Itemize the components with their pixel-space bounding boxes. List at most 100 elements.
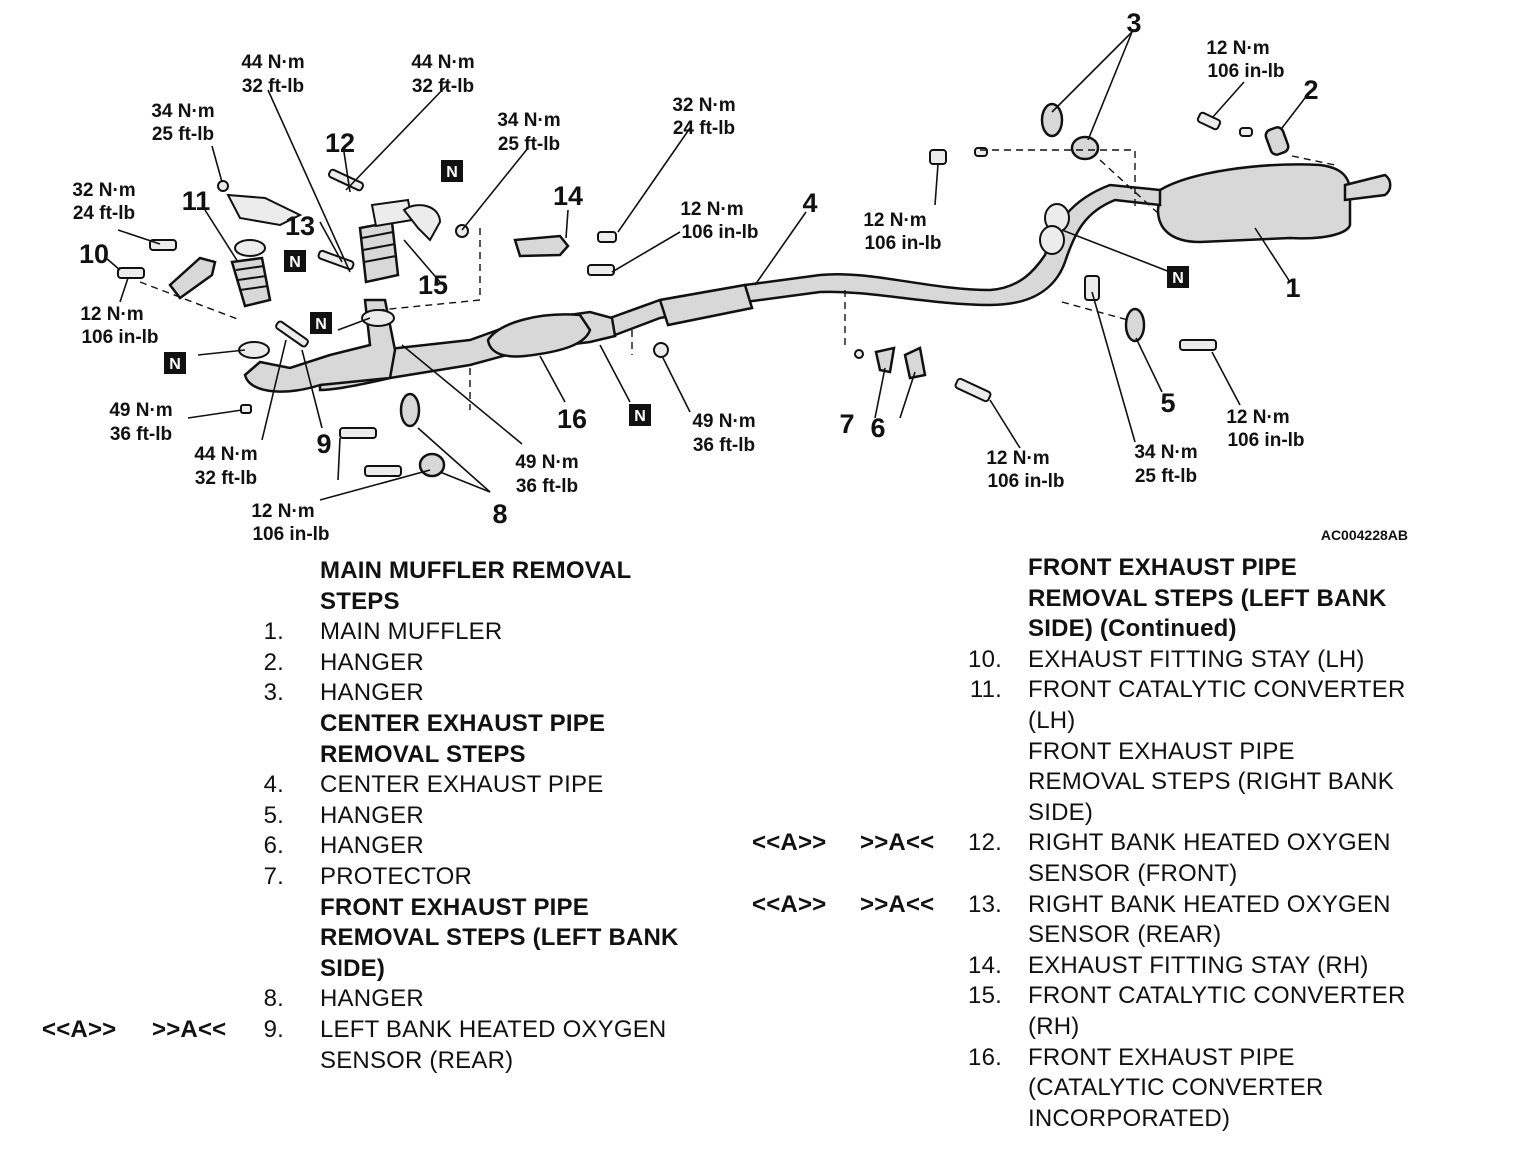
step-text: RIGHT BANK HEATED OXYGEN [1028,890,1391,918]
part-number-12: 12 [325,128,355,158]
step-row: (RH) [740,1012,1520,1043]
step-row: 3. HANGER [0,678,740,709]
parts-artwork [117,102,1392,478]
protector-7-shape [874,346,896,374]
step-number: 2. [263,648,284,676]
n-marker: N [284,250,306,272]
part-number-4: 4 [802,188,817,218]
torque-label: 44 N·m32 ft-lb [194,444,257,489]
hanger-5-shape [1124,307,1146,343]
svg-text:N: N [169,356,181,373]
step-text: (RH) [1028,1012,1080,1040]
part-number-13: 13 [285,211,315,241]
hanger-3a-shape [1040,102,1064,138]
torque-label: 32 N·m24 ft-lb [72,180,135,224]
step-text: SENSOR (REAR) [320,1046,514,1074]
n-marker: N [441,160,463,182]
svg-text:24 ft-lb: 24 ft-lb [673,118,735,139]
step-heading-text: STEPS [320,587,400,615]
svg-text:34 N·m: 34 N·m [151,101,214,122]
svg-text:44 N·m: 44 N·m [194,444,257,465]
part-number-8: 8 [492,499,507,529]
torque-label: 49 N·m36 ft-lb [109,400,172,445]
step-number: 15. [968,982,1002,1010]
svg-text:49 N·m: 49 N·m [109,400,172,421]
svg-text:N: N [315,316,327,333]
hanger-8a-shape [399,392,421,428]
step-number: 16. [968,1043,1002,1071]
step-number: 10. [968,645,1002,673]
step-text: (CATALYTIC CONVERTER [1028,1074,1324,1102]
step-number: 3. [263,679,284,707]
svg-text:106 in-lb: 106 in-lb [1207,61,1284,82]
part-number-11: 11 [182,186,211,216]
torque-label: 34 N·m25 ft-lb [497,110,560,155]
svg-text:N: N [289,254,301,271]
step-text: HANGER [320,985,424,1013]
svg-text:32 ft-lb: 32 ft-lb [242,76,304,97]
step-heading-text: REMOVAL STEPS (LEFT BANK [320,924,679,952]
leader-lines [105,31,1336,501]
part-number-14: 14 [553,181,583,211]
step-row: (CATALYTIC CONVERTER [740,1073,1520,1104]
exhaust-system-diagram: N N N N N N 1 2 3 4 5 6 7 8 9 10 11 12 1… [72,8,1408,545]
step-number: 14. [968,951,1002,979]
step-row: REMOVAL STEPS (RIGHT BANK [740,767,1520,798]
part-number-16: 16 [557,404,587,434]
part-number-9: 9 [316,429,331,459]
step-text: LEFT BANK HEATED OXYGEN [320,1015,667,1043]
step-heading: STEPS [0,587,740,618]
step-row: <<A>>>>A<<13.RIGHT BANK HEATED OXYGEN [740,890,1520,921]
step-row: 11.FRONT CATALYTIC CONVERTER [740,675,1520,706]
part-number-5: 5 [1160,388,1175,418]
step-text: (LH) [1028,706,1076,734]
part-number-6: 6 [870,413,885,443]
svg-text:34 N·m: 34 N·m [1134,442,1197,463]
step-number: 4. [263,771,284,799]
torque-label: 44 N·m32 ft-lb [241,52,304,97]
step-text: HANGER [320,801,424,829]
step-row: 7. PROTECTOR [0,862,740,893]
step-number: 8. [263,985,284,1013]
svg-text:106 in-lb: 106 in-lb [681,222,758,243]
step-number: 9. [263,1015,284,1043]
step-heading: FRONT EXHAUST PIPE [740,553,1520,584]
svg-text:32 N·m: 32 N·m [672,95,735,116]
step-row: SENSOR (REAR) [740,920,1520,951]
step-row: (LH) [740,706,1520,737]
step-heading-text: SIDE) (Continued) [1028,615,1237,643]
svg-text:49 N·m: 49 N·m [692,411,755,432]
step-text: INCORPORATED) [1028,1104,1231,1132]
step-number: 6. [263,832,284,860]
step-row: 14. EXHAUST FITTING STAY (RH) [740,951,1520,982]
step-text: REMOVAL STEPS (RIGHT BANK [1028,768,1394,796]
step-text: PROTECTOR [320,862,473,890]
torque-label: 32 N·m24 ft-lb [672,95,735,139]
step-text: EXHAUST FITTING STAY (LH) [1028,645,1365,673]
step-heading: REMOVAL STEPS (LEFT BANK [740,584,1520,615]
step-row: INCORPORATED) [740,1104,1520,1135]
step-heading: FRONT EXHAUST PIPE [0,893,740,924]
y-pipe-shape [243,298,397,393]
removal-ref-marker: <<A>> [42,1015,117,1043]
step-number: 7. [263,862,284,890]
step-text: FRONT EXHAUST PIPE [1028,737,1295,765]
step-text: HANGER [320,648,424,676]
step-text: FRONT CATALYTIC CONVERTER [1028,982,1406,1010]
torque-label: 34 N·m25 ft-lb [1134,442,1197,487]
step-number: 12. [968,829,1002,857]
step-row: SIDE) [740,798,1520,829]
front-catalytic-converter-rh-shape [358,220,400,284]
step-text: EXHAUST FITTING STAY (RH) [1028,951,1369,979]
nut-markers: N N N N N N [164,160,1189,426]
step-heading-text: CENTER EXHAUST PIPE [320,709,606,737]
step-text: HANGER [320,679,424,707]
removal-ref-marker: <<A>> [752,890,827,918]
n-marker: N [310,312,332,334]
